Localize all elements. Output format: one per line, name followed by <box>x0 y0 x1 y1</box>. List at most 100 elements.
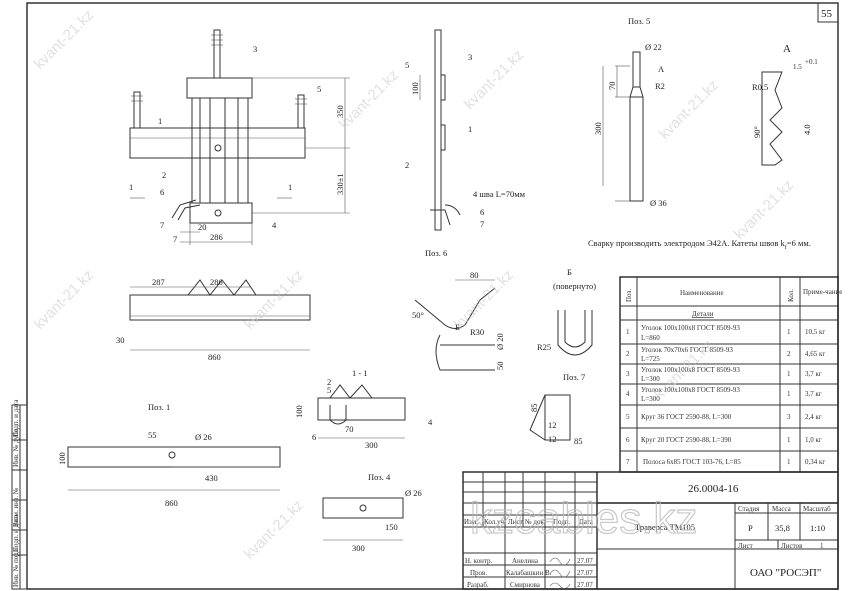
dim-1-5: 1.5 <box>793 63 802 71</box>
svg-text:6: 6 <box>626 436 630 444</box>
dim-860: 860 <box>208 352 221 362</box>
col-header-qty: Кол. <box>787 289 795 302</box>
signer-row: Пров. Калабашкин В. 27.07 <box>470 569 593 578</box>
svg-text:L=300: L=300 <box>641 395 660 403</box>
pos1-title: Поз. 1 <box>148 402 170 412</box>
svg-text:7: 7 <box>626 458 630 466</box>
dim-90deg: 90° <box>752 126 762 138</box>
svg-text:1: 1 <box>626 328 630 336</box>
dim-300: 300 <box>365 440 378 450</box>
dim-300: 300 <box>352 543 365 553</box>
svg-text:1: 1 <box>787 436 791 444</box>
dim-12: 12 <box>548 420 557 430</box>
rev-header: Изм. <box>464 518 478 526</box>
dim-d22: Ø 22 <box>645 42 662 52</box>
svg-text:1: 1 <box>787 390 791 398</box>
watermark: kvant-21.kz <box>31 7 97 73</box>
watermark: kvant-21.kz <box>241 497 307 563</box>
stamp-label: Взам. инв. № <box>12 487 20 527</box>
svg-text:3,7 кг: 3,7 кг <box>805 370 822 378</box>
dim-100: 100 <box>294 405 304 418</box>
callout-1: 1 <box>158 116 162 126</box>
table-row: 3 Уголок 100x100x8 ГОСТ 8509-93 L=300 1 … <box>626 366 822 383</box>
callout-5: 5 <box>327 385 331 395</box>
detail-a-title: А <box>783 43 791 55</box>
left-stamp: Инв. № подл. Подп. и дата Взам. инв. № И… <box>11 399 28 590</box>
dim-350: 350 <box>335 105 345 118</box>
weld-note: Сварку производить электродом Э42А. Кате… <box>588 238 811 251</box>
svg-text:Уголок 100x100x8 ГОСТ 8509-93: Уголок 100x100x8 ГОСТ 8509-93 <box>641 366 740 374</box>
stamp-label: Инв. № дубл. <box>12 427 20 467</box>
mass-label: Масса <box>772 505 792 513</box>
svg-text:2,4 кг: 2,4 кг <box>805 413 822 421</box>
view-b-subtitle: (повернуто) <box>553 281 596 291</box>
watermark: kvant-21.kz <box>336 67 402 133</box>
callout-6: 6 <box>312 432 316 442</box>
sheet-number: 55 <box>821 8 833 20</box>
scale-label: Масштаб <box>803 505 831 513</box>
callout-7: 7 <box>480 219 484 229</box>
signer-row: Разраб. Смирнова 27.07 <box>467 581 593 589</box>
svg-text:L=860: L=860 <box>641 334 660 342</box>
svg-text:4: 4 <box>626 390 630 398</box>
callout-7: 7 <box>160 220 164 230</box>
watermark: kvant-21.kz <box>656 77 722 143</box>
dim-430: 430 <box>205 473 218 483</box>
sheets-label: Листов <box>781 542 803 550</box>
pos5-view: Поз. 5 Ø 22 70 300 R2 Ø 36 A <box>593 16 667 208</box>
svg-text:2: 2 <box>787 350 791 358</box>
dim-860: 860 <box>165 498 178 508</box>
stamp-label: Подп. и дата <box>12 514 20 552</box>
detail-a-view: А 1.5 +0.1 R0.5 90° 4.0 <box>752 43 818 166</box>
table-row: 4 Уголок 100x100x8 ГОСТ 8509-93 L=300 1 … <box>626 386 822 403</box>
stamp-label: Подп. и дата <box>12 399 20 437</box>
dim-287: 287 <box>152 277 165 287</box>
svg-text:Уголок 70x70x6 ГОСТ 8509-93: Уголок 70x70x6 ГОСТ 8509-93 <box>641 346 733 354</box>
dim-150: 150 <box>385 522 398 532</box>
dim-r25: R25 <box>537 342 551 352</box>
company-name: ОАО "РОСЭП" <box>750 567 821 579</box>
section-mark: 1 <box>129 182 133 192</box>
pos7-view: Поз. 7 85 12 12 85 <box>529 372 585 446</box>
signature <box>549 557 571 566</box>
dim-d20: Ø 20 <box>495 333 505 350</box>
callout-4: 4 <box>428 417 433 427</box>
pos6-title: Поз. 6 <box>425 248 447 258</box>
col-header-pos: Поз. <box>625 289 633 302</box>
dim-12: 12 <box>548 434 557 444</box>
mass-value: 35,8 <box>775 523 790 533</box>
pos6-view: Поз. 6 80 50° R30 Б Ø 20 50 <box>412 248 505 371</box>
stage-value: Р <box>748 523 753 533</box>
callout-2: 2 <box>162 170 166 180</box>
pos1-view: Поз. 1 55 Ø 26 100 430 860 <box>57 402 281 508</box>
dim-286: 286 <box>210 277 223 287</box>
svg-text:Круг 20 ГОСТ 2590-88, L=390: Круг 20 ГОСТ 2590-88, L=390 <box>641 436 732 444</box>
rev-header: Лист <box>508 518 523 526</box>
dim-r0-5: R0.5 <box>752 82 768 92</box>
dim-20: 20 <box>198 222 207 232</box>
dim-50deg: 50° <box>412 310 424 320</box>
svg-text:L=725: L=725 <box>641 355 660 363</box>
svg-text:Анелина: Анелина <box>512 557 539 565</box>
dim-100: 100 <box>57 452 67 465</box>
pos4-view: Поз. 4 Ø 26 150 300 <box>322 472 422 553</box>
dim-d36: Ø 36 <box>650 198 667 208</box>
sheet-number-box: 55 <box>817 2 839 23</box>
svg-text:Полоса 6x85 ГОСТ 103-76, L=85: Полоса 6x85 ГОСТ 103-76, L=85 <box>643 458 741 466</box>
svg-text:L=300: L=300 <box>641 375 660 383</box>
rev-header: № док. <box>525 518 546 526</box>
section-mark: 1 <box>288 182 292 192</box>
svg-text:1: 1 <box>787 458 791 466</box>
dim-50: 50 <box>495 362 505 371</box>
dim-d26: Ø 26 <box>195 432 212 442</box>
signature <box>549 582 571 589</box>
table-row: 7 Полоса 6x85 ГОСТ 103-76, L=85 1 0,34 к… <box>626 458 825 466</box>
svg-text:Разраб.: Разраб. <box>467 581 489 589</box>
svg-text:5: 5 <box>626 413 630 421</box>
rev-header: Подп. <box>553 518 571 526</box>
svg-text:2: 2 <box>626 350 630 358</box>
view-b-title: Б <box>567 267 572 277</box>
pos4-title: Поз. 4 <box>368 472 391 482</box>
svg-text:1,0 кг: 1,0 кг <box>805 436 822 444</box>
